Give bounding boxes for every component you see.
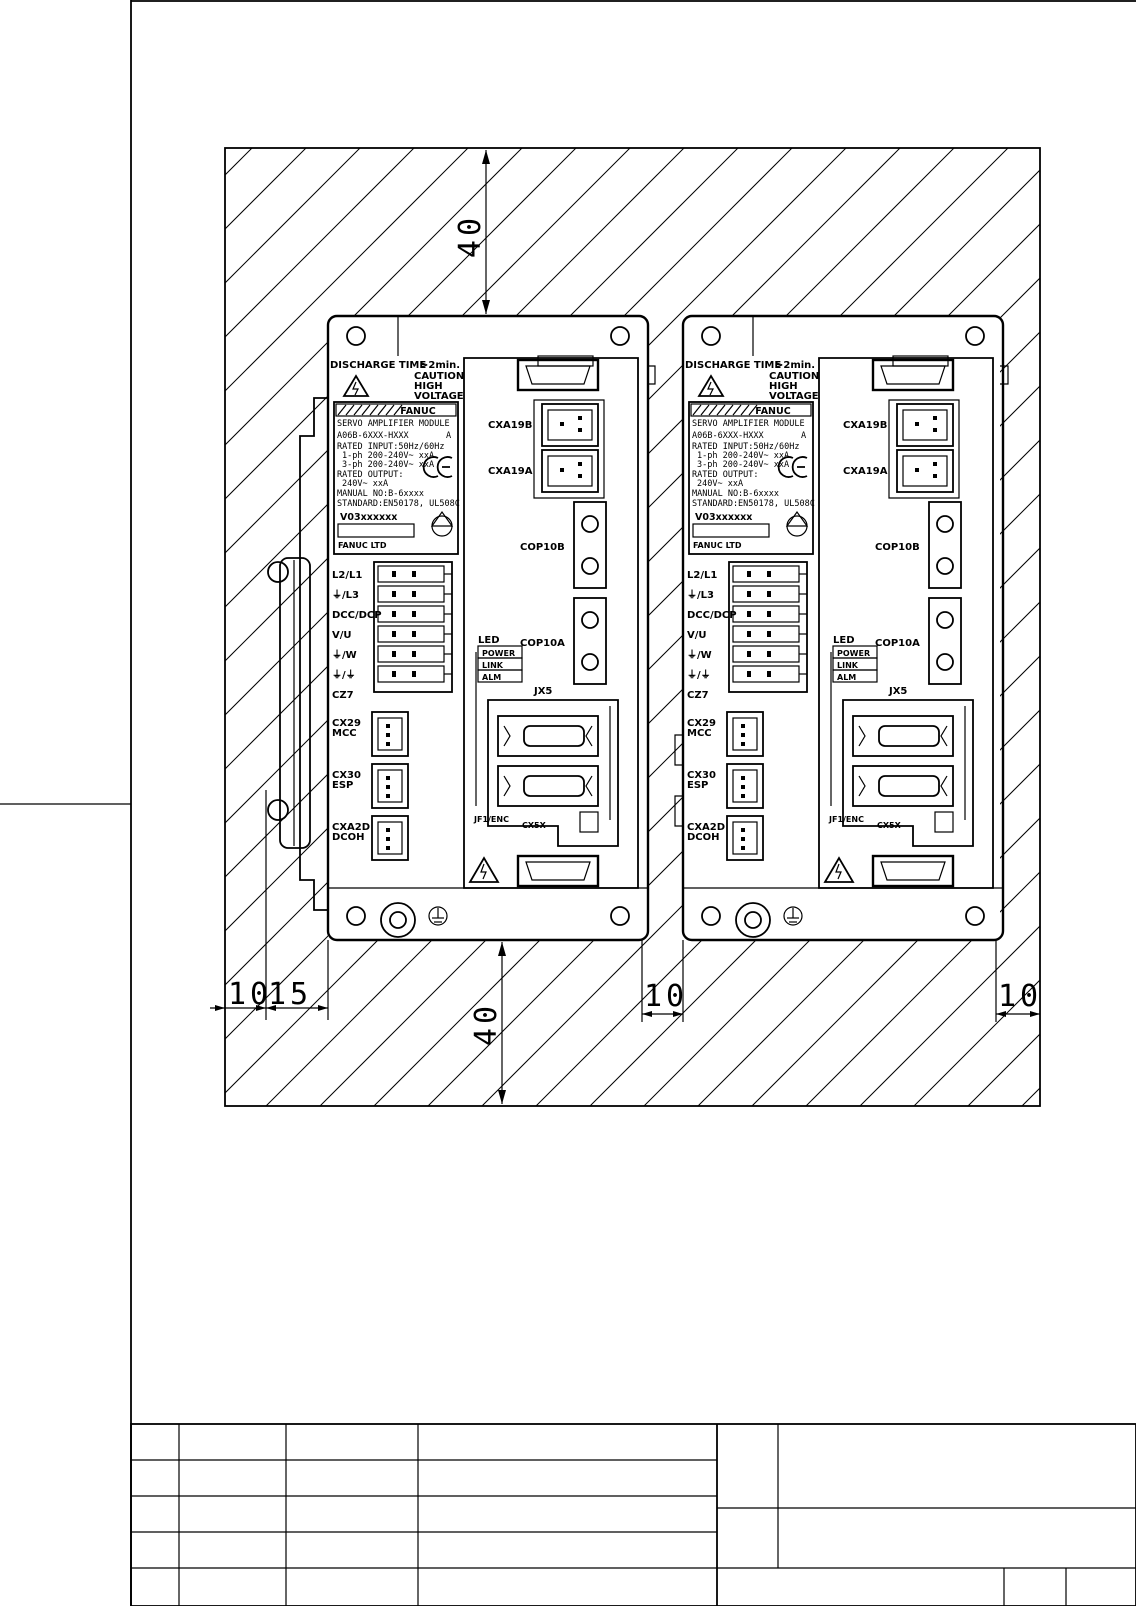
- cx29-label: CX29: [687, 718, 716, 729]
- serial-number: V03xxxxxx: [695, 512, 752, 523]
- cx5x-label: CX5X: [877, 821, 902, 830]
- plate-title: SERVO AMPLIFIER MODULE: [337, 419, 450, 429]
- brand-logo: FANUC: [400, 406, 435, 417]
- cop10a-label: COP10A: [875, 638, 920, 649]
- mcc-label: MCC: [332, 728, 357, 739]
- servo-amplifier-module-2: FANUC SERVO AMPLIFIER MODULE A06B-6XXX-HXX…: [681, 314, 1005, 942]
- cop10a-label: COP10A: [520, 638, 565, 649]
- cxa19b-label: CXA19B: [488, 420, 532, 431]
- module-2-side-bumps: [647, 365, 1009, 827]
- input-3ph: 3-ph 200-240V~ xxA: [342, 460, 434, 470]
- cx30-label: CX30: [332, 770, 361, 781]
- terminal-label-1: ⏚/L3: [332, 589, 359, 601]
- maker-name: FANUC LTD: [338, 541, 387, 550]
- high-label: HIGH: [769, 381, 798, 392]
- voltage-label: VOLTAGE: [414, 391, 464, 402]
- dim-top-clearance: 40: [453, 214, 488, 258]
- model-suffix: A: [446, 431, 451, 441]
- jx5-label: JX5: [533, 686, 552, 697]
- discharge-min-label: >2min.: [775, 360, 815, 371]
- output-voltage: 240V~ xxA: [342, 479, 388, 489]
- esp-label: ESP: [332, 780, 353, 791]
- model-suffix: A: [801, 431, 806, 441]
- cop10b-label: COP10B: [520, 542, 565, 553]
- caution-label: CAUTION: [769, 371, 819, 382]
- terminal-label-0: L2/L1: [687, 570, 717, 581]
- model-number: A06B-6XXX-HXXX: [337, 431, 410, 441]
- led-power: POWER: [482, 649, 515, 658]
- heatsink-fin: [267, 397, 328, 911]
- discharge-time-label: DISCHARGE TIME: [330, 360, 426, 371]
- cxa2d-label: CXA2D: [687, 822, 725, 833]
- cabinet-wall: [224, 147, 1041, 1107]
- cxa19b-label: CXA19B: [843, 420, 887, 431]
- caution-label: CAUTION: [414, 371, 464, 382]
- servo-amplifier-module-1: FANUC SERVO AMPLIFIER MODULE A06B-6XXX-HXX…: [326, 314, 650, 942]
- plate-title: SERVO AMPLIFIER MODULE: [692, 419, 805, 429]
- rated-output: RATED OUTPUT:: [337, 470, 404, 480]
- terminal-label-3: V/U: [687, 630, 707, 641]
- led-link: LINK: [482, 661, 504, 670]
- title-block: [130, 1423, 1136, 1606]
- terminal-label-6: CZ7: [687, 690, 709, 701]
- cx29-label: CX29: [332, 718, 361, 729]
- input-1ph: 1-ph 200-240V~ xxA: [697, 451, 789, 461]
- led-power: POWER: [837, 649, 870, 658]
- led-alm: ALM: [837, 673, 856, 682]
- standard: STANDARD:EN50178, UL508C: [337, 499, 460, 509]
- dimension-lines: 40 40 10 15 10 10: [210, 150, 1042, 1104]
- terminal-label-2: DCC/DCP: [687, 610, 737, 621]
- standard: STANDARD:EN50178, UL508C: [692, 499, 815, 509]
- manual-number: MANUAL NO:B-6xxxx: [692, 489, 779, 499]
- terminal-label-0: L2/L1: [332, 570, 362, 581]
- dcoh-label: DCOH: [687, 832, 720, 843]
- dim-bottom-clearance: 40: [469, 1002, 504, 1046]
- terminal-label-5: ⏚/⏚: [332, 669, 356, 681]
- esp-label: ESP: [687, 780, 708, 791]
- cx30-label: CX30: [687, 770, 716, 781]
- input-1ph: 1-ph 200-240V~ xxA: [342, 451, 434, 461]
- cxa2d-label: CXA2D: [332, 822, 370, 833]
- terminal-label-5: ⏚/⏚: [687, 669, 711, 681]
- rated-input: RATED INPUT:50Hz/60Hz: [692, 442, 799, 452]
- terminal-label-2: DCC/DCP: [332, 610, 382, 621]
- output-voltage: 240V~ xxA: [697, 479, 743, 489]
- maker-name: FANUC LTD: [693, 541, 742, 550]
- terminal-label-6: CZ7: [332, 690, 354, 701]
- voltage-label: VOLTAGE: [769, 391, 819, 402]
- dim-between-modules: 10: [644, 979, 688, 1014]
- cx5x-label: CX5X: [522, 821, 547, 830]
- cxa19a-label: CXA19A: [843, 466, 888, 477]
- serial-number: V03xxxxxx: [340, 512, 397, 523]
- mcc-label: MCC: [687, 728, 712, 739]
- jf1-enc-label: JF1/ENC: [828, 815, 864, 824]
- rated-input: RATED INPUT:50Hz/60Hz: [337, 442, 444, 452]
- cxa19a-label: CXA19A: [488, 466, 533, 477]
- discharge-time-label: DISCHARGE TIME: [685, 360, 781, 371]
- input-3ph: 3-ph 200-240V~ xxA: [697, 460, 789, 470]
- rated-output: RATED OUTPUT:: [692, 470, 759, 480]
- led-link: LINK: [837, 661, 859, 670]
- led-alm: ALM: [482, 673, 501, 682]
- dim-left-heatsink: 15: [268, 977, 312, 1012]
- dim-left-wall: 10: [228, 977, 272, 1012]
- brand-logo: FANUC: [755, 406, 790, 417]
- led-label: LED: [478, 635, 500, 646]
- jx5-label: JX5: [888, 686, 907, 697]
- jf1-enc-label: JF1/ENC: [473, 815, 509, 824]
- discharge-min-label: >2min.: [420, 360, 460, 371]
- model-number: A06B-6XXX-HXXX: [692, 431, 765, 441]
- dim-right-wall: 10: [998, 979, 1042, 1014]
- terminal-label-3: V/U: [332, 630, 352, 641]
- led-label: LED: [833, 635, 855, 646]
- terminal-label-4: ⏚/W: [332, 649, 357, 661]
- manual-number: MANUAL NO:B-6xxxx: [337, 489, 424, 499]
- terminal-label-1: ⏚/L3: [687, 589, 714, 601]
- cop10b-label: COP10B: [875, 542, 920, 553]
- terminal-label-4: ⏚/W: [687, 649, 712, 661]
- dcoh-label: DCOH: [332, 832, 365, 843]
- high-label: HIGH: [414, 381, 443, 392]
